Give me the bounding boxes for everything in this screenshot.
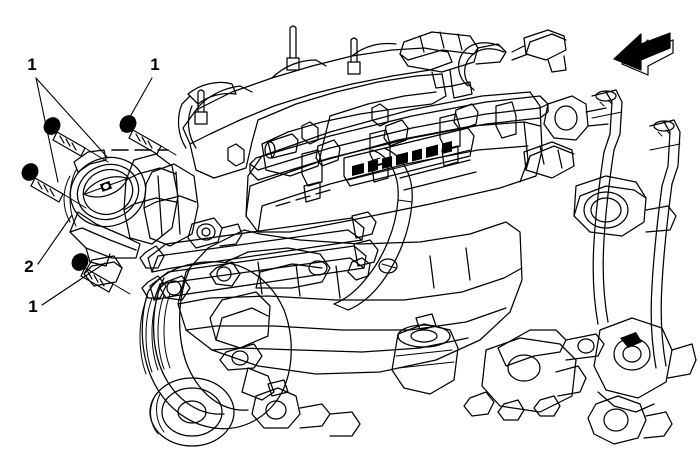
coolant-hose xyxy=(591,89,681,369)
engine-support-bar xyxy=(139,211,379,301)
electrical-connector xyxy=(523,141,575,179)
compressor-pulley xyxy=(139,293,171,375)
electrical-connector xyxy=(458,29,567,91)
engine-accessory xyxy=(251,379,361,437)
callout-label-1-upper-left: 1 xyxy=(27,55,36,74)
coolant-outlet-housing xyxy=(573,175,677,237)
callout-label-1-upper-right: 1 xyxy=(150,55,159,74)
callout-label-1-lower-left: 1 xyxy=(28,297,37,316)
air-intake-duct xyxy=(177,81,237,149)
engine-mount-bracket xyxy=(587,395,673,445)
orientation-arrow xyxy=(613,32,674,76)
coolant-hose xyxy=(333,147,413,311)
fuel-injector xyxy=(301,101,517,203)
engine-mount-bracket xyxy=(543,95,609,141)
throttle-body-assembly xyxy=(63,149,243,287)
throttle-body-mounting-bolt xyxy=(71,253,131,295)
compressor-pulley xyxy=(149,377,235,447)
engine-mount-bracket xyxy=(593,317,697,413)
callout-label-2-lower-left: 2 xyxy=(24,257,33,276)
engine-mount-bracket xyxy=(497,329,605,367)
throttle-body-mounting-bolt xyxy=(21,163,87,209)
cover-embossed-text xyxy=(352,141,452,176)
callout-leader-lines xyxy=(35,77,153,306)
throttle-body-mounting-bolt xyxy=(43,117,109,163)
engine-block xyxy=(177,221,587,421)
air-conditioning-compressor xyxy=(139,247,331,447)
fuel-rail xyxy=(249,95,549,203)
ignition-coil xyxy=(399,31,507,99)
